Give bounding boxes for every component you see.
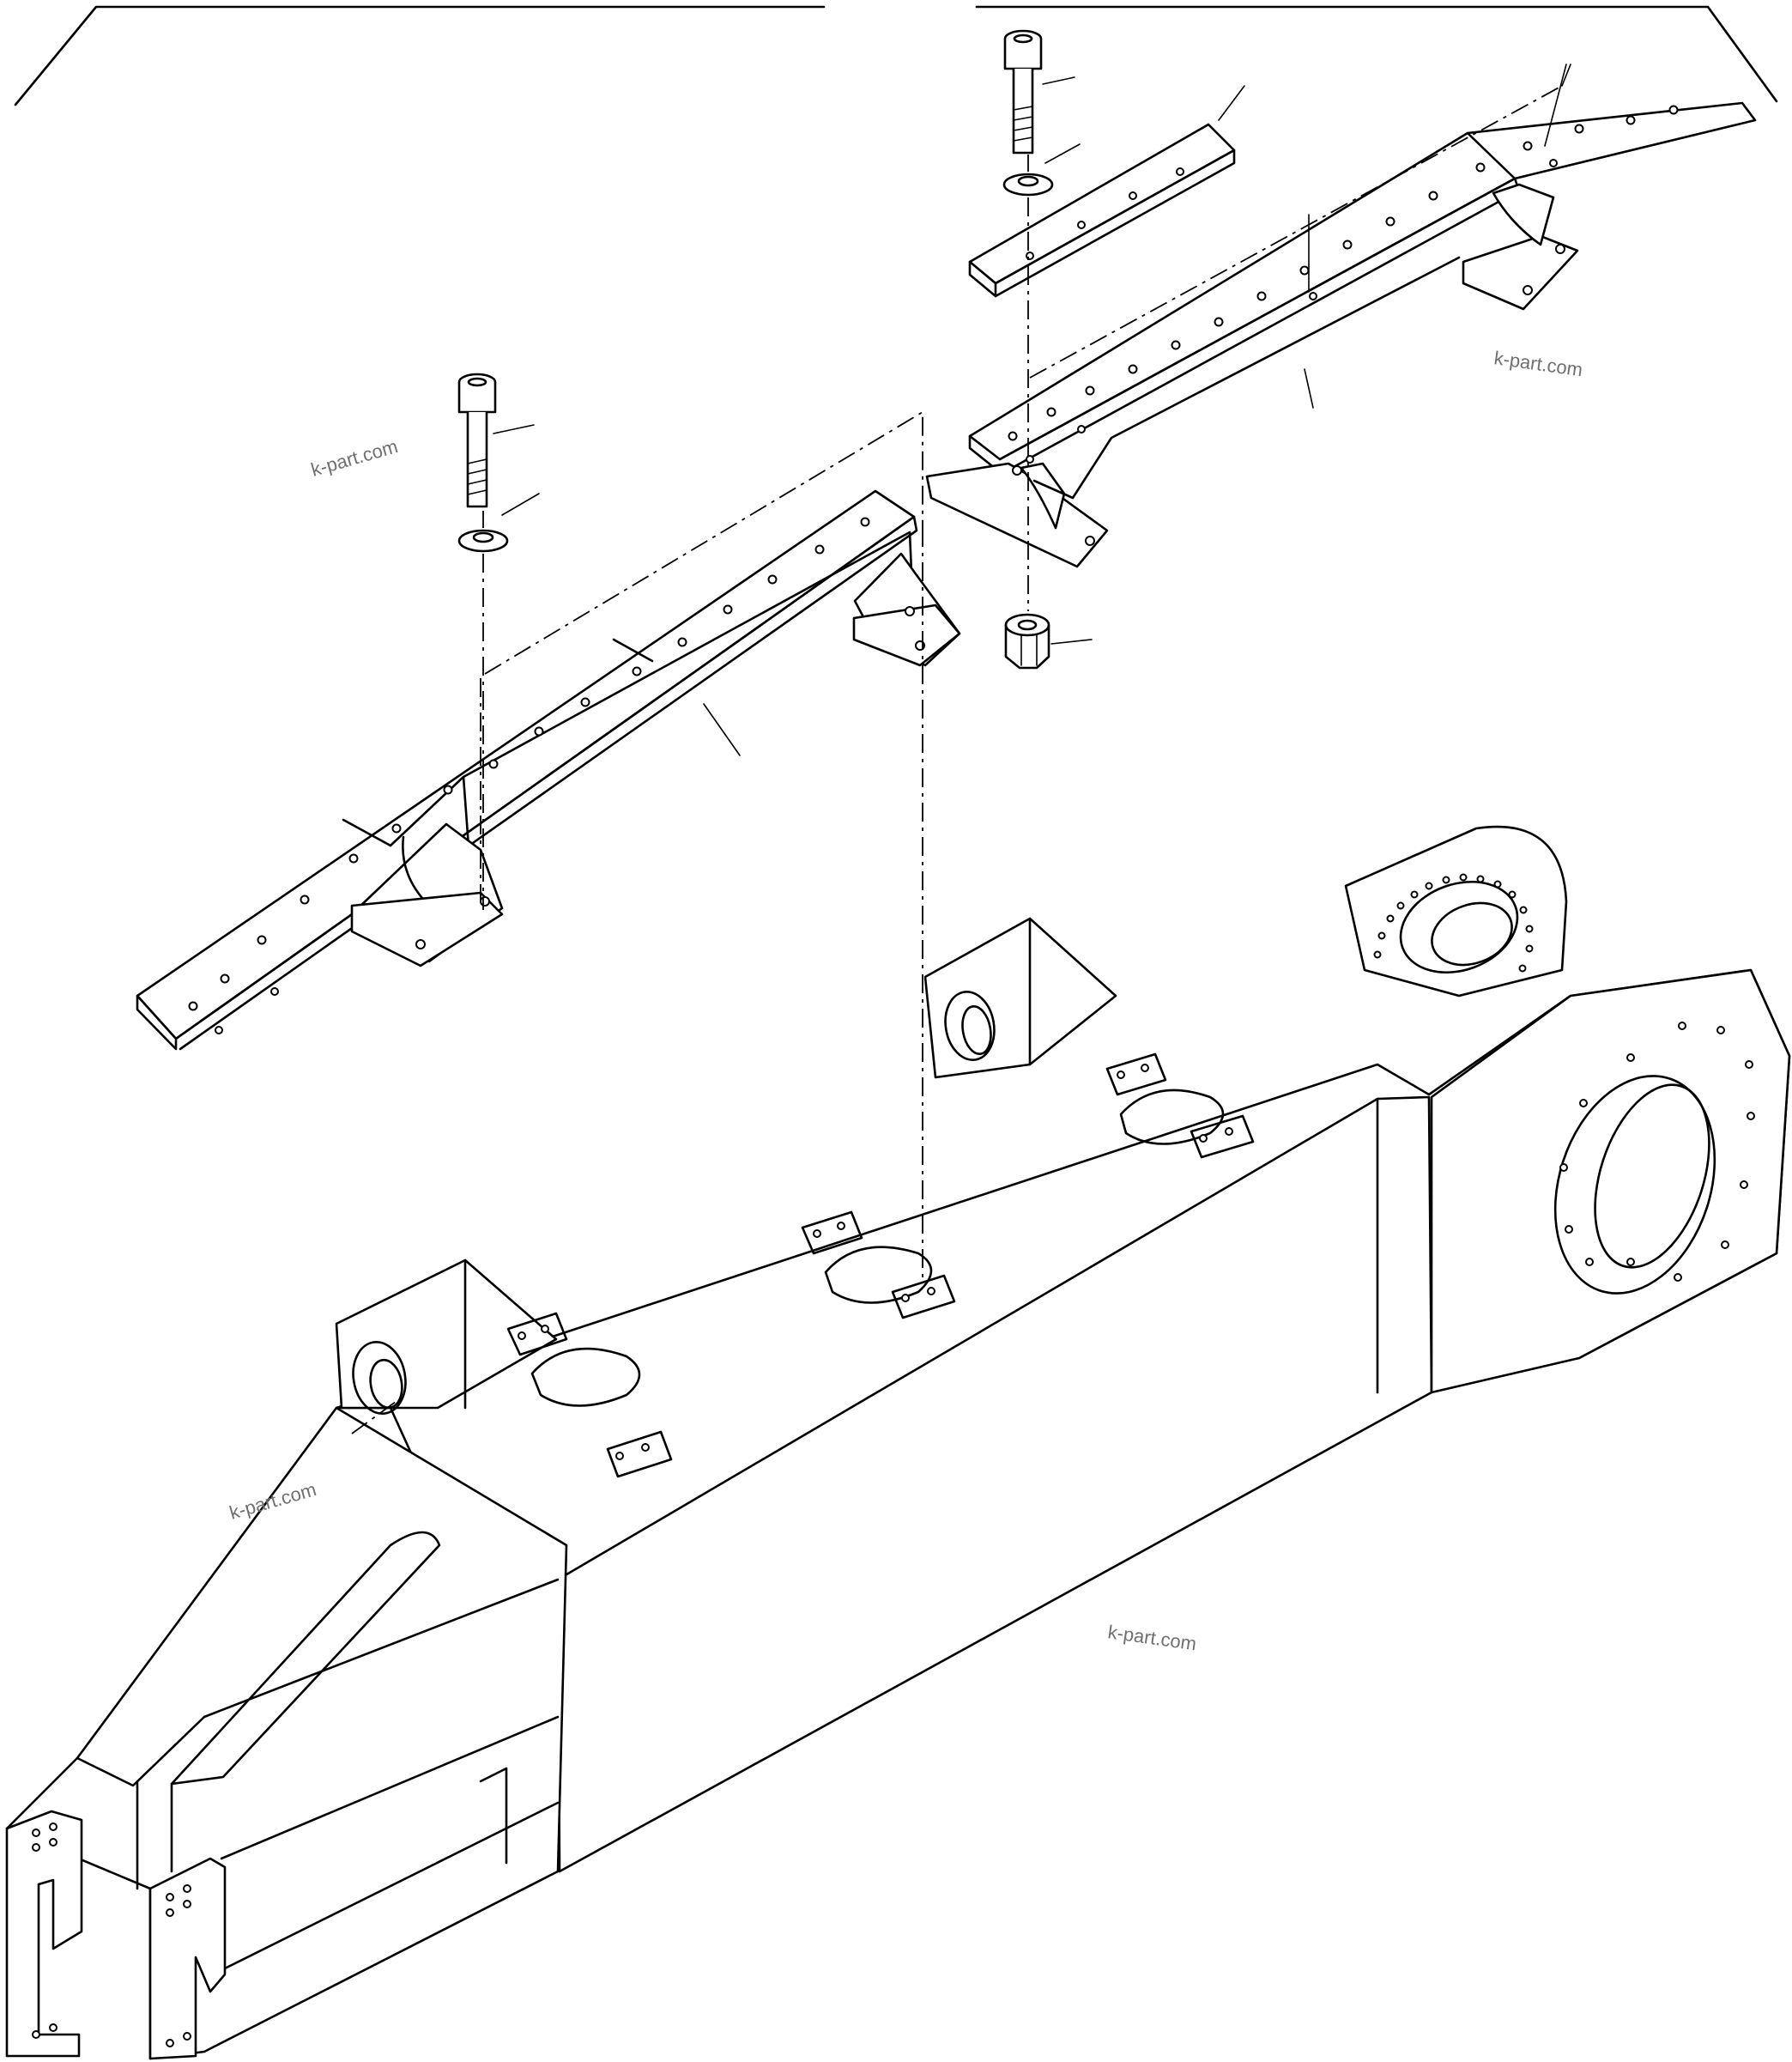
left-track-guide (136, 410, 961, 1051)
watermark-center: k-part.com (1106, 1621, 1197, 1654)
right-guide-rivets (1008, 105, 1679, 464)
left-guide-rivets (188, 517, 870, 1034)
group-bracket (14, 5, 1778, 106)
right-wear-strip (968, 85, 1245, 298)
right-washer (1002, 143, 1081, 197)
mounting-pads (506, 1052, 1255, 1478)
left-washer (457, 493, 540, 553)
right-bolt (1003, 29, 1075, 155)
watermark-left: k-part.com (308, 435, 400, 481)
ear-hole-ring (1373, 873, 1534, 973)
right-track-guide (925, 64, 1757, 568)
bore-hole-ring (1559, 1022, 1755, 1282)
left-bolt (457, 373, 535, 508)
right-nut (1004, 613, 1093, 670)
watermark-right: k-part.com (1492, 347, 1583, 380)
pin-axis (351, 1398, 400, 1434)
main-frame (5, 825, 1791, 2060)
